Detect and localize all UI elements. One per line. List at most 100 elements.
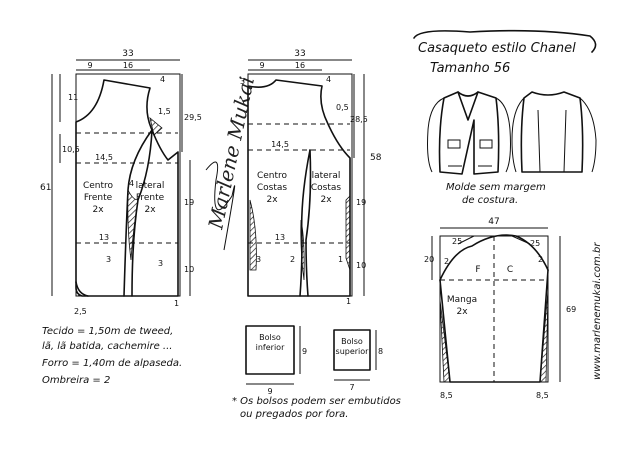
front-dart-low: 3: [106, 255, 111, 264]
back-outline: [247, 79, 351, 297]
front-side-label-2: Frente: [136, 193, 165, 203]
sleeve-pattern-piece: 47 20 25 25 2 2 F C 69 8,5 8,5 Manga 2x: [424, 217, 576, 400]
back-shoulder-slope: 0,5: [336, 103, 349, 112]
pocket-superior-height: 8: [378, 347, 383, 356]
front-label-2: Frente: [84, 193, 113, 203]
sleeve-wrist-left: 8,5: [440, 391, 453, 400]
sleeve-back-curve: 25: [530, 239, 540, 248]
back-dart-low: 1: [338, 255, 343, 264]
front-neck-width: 9: [87, 61, 92, 70]
front-shoulder-width: 16: [123, 61, 133, 70]
title-cloud: [413, 29, 597, 53]
back-dart-left: 3: [256, 255, 261, 264]
sleeve-point-right: 2: [538, 255, 543, 264]
back-pattern-piece: 33 9 16 3 4 0,5 28,5 14,5 13 19 10 58 3 …: [240, 49, 382, 306]
fabric-note-2: lã, lã batida, cachemire ...: [42, 341, 172, 352]
back-label-1: Centro: [257, 171, 288, 181]
pocket-superior-width: 7: [349, 383, 354, 392]
front-bust-drop: 10,5: [62, 145, 80, 154]
pocket-inferior-box: [245, 325, 295, 375]
front-side-lower: 10: [184, 265, 194, 274]
title-line-1: Casaqueto estilo Chanel: [418, 41, 576, 56]
fabric-note: Tecido = 1,50m de tweed,: [42, 326, 173, 337]
pocket-superior-label-1: Bolso: [341, 337, 363, 346]
back-center-dart: [249, 199, 257, 271]
back-total-width: 33: [294, 49, 305, 59]
back-side-hatch: [345, 195, 351, 271]
back-hem-side: 1: [346, 297, 351, 306]
back-shoulder-drop: 4: [326, 75, 331, 84]
front-hem-side-mark: 1: [174, 299, 179, 308]
pocket-inferior-height: 9: [302, 347, 307, 356]
title-line-2: Tamanho 56: [430, 61, 510, 76]
site-url: www.marlenemukai.com.br: [592, 242, 603, 380]
front-waist-width: 13: [99, 233, 109, 242]
front-neck-drop: 11: [68, 93, 78, 102]
jacket-back-sketch: [511, 91, 597, 173]
pocket-superior-label-2: superior: [336, 347, 370, 356]
sleeve-wrist-right: 8,5: [536, 391, 549, 400]
back-side-dart: [300, 219, 305, 281]
back-armhole-depth: 28,5: [350, 115, 368, 124]
sleeve-point-left: 2: [444, 257, 449, 266]
front-hem-hatch: [75, 285, 83, 297]
seam-note-1: Molde sem margem: [446, 182, 546, 193]
front-shoulder-dart: [149, 116, 163, 136]
seam-note-2: de costura.: [462, 195, 518, 206]
front-total-width: 33: [122, 49, 133, 59]
sleeve-hatch-left: [439, 299, 451, 383]
front-hem-curve: [75, 281, 89, 297]
back-label-2: Costas: [257, 183, 288, 193]
pocket-note-2: ou pregados por fora.: [240, 409, 348, 420]
pocket-inferior: Bolso inferior 9 9: [245, 325, 307, 396]
sleeve-front-mark: F: [475, 265, 480, 275]
back-total-length: 58: [370, 153, 382, 163]
front-total-length: 61: [40, 183, 51, 193]
sleeve-label-1: Manga: [447, 295, 477, 305]
pocket-superior: Bolso superior 8 7: [333, 329, 383, 392]
front-armhole-depth: 29,5: [184, 113, 202, 122]
sleeve-length: 69: [566, 305, 576, 314]
back-bust-width: 14,5: [271, 140, 289, 149]
sleeve-back-mark: C: [507, 265, 513, 275]
pocket-note-1: * Os bolsos podem ser embutidos: [232, 396, 401, 407]
back-side-label-2: Costas: [311, 183, 342, 193]
front-label-1: Centro: [83, 181, 114, 191]
jacket-front-sketch: [427, 91, 511, 175]
front-side-label-1: lateral: [136, 181, 165, 191]
back-neck-width: 9: [259, 61, 264, 70]
sleeve-front-curve: 25: [452, 237, 462, 246]
title-block: Casaqueto estilo Chanel Tamanho 56: [413, 29, 597, 76]
front-pattern-piece: 33 9 16 11 4 1,5 29,5 10,5 14,5 13 19 10…: [40, 49, 202, 316]
pocket-inferior-label-1: Bolso: [259, 333, 281, 342]
front-dart-mark: 4: [129, 179, 134, 188]
sleeve-hatch-right: [539, 289, 549, 383]
sleeve-cap-width: 47: [488, 217, 499, 227]
front-point-mark: 3: [158, 259, 163, 268]
front-bust-width: 14,5: [95, 153, 113, 162]
front-side-upper: 19: [184, 198, 194, 207]
sleeve-cap-height: 20: [424, 255, 434, 264]
back-neck-drop: 3: [240, 77, 245, 86]
pocket-inferior-label-2: inferior: [256, 343, 285, 352]
back-shoulder-width: 16: [295, 61, 305, 70]
back-label-3: 2x: [266, 195, 278, 205]
front-shoulder-drop: 4: [160, 75, 165, 84]
front-label-3: 2x: [92, 205, 104, 215]
pocket-superior-box: [333, 329, 371, 371]
lining-note: Forro = 1,40m de alpaseda.: [42, 358, 182, 369]
back-side-lower: 10: [356, 261, 366, 270]
signature-flourish: [205, 161, 236, 251]
sleeve-sides: [439, 269, 549, 383]
sleeve-label-2: 2x: [456, 307, 468, 317]
back-side-label-3: 2x: [320, 195, 332, 205]
front-hem-curve-mark: 2,5: [74, 307, 87, 316]
pocket-inferior-width: 9: [267, 387, 272, 396]
back-waist-width: 13: [275, 233, 285, 242]
back-side-upper: 19: [356, 198, 366, 207]
front-side-label-3: 2x: [144, 205, 156, 215]
front-shoulder-slope: 1,5: [158, 107, 171, 116]
back-dart-right: 2: [290, 255, 295, 264]
back-side-seam: [305, 149, 312, 297]
